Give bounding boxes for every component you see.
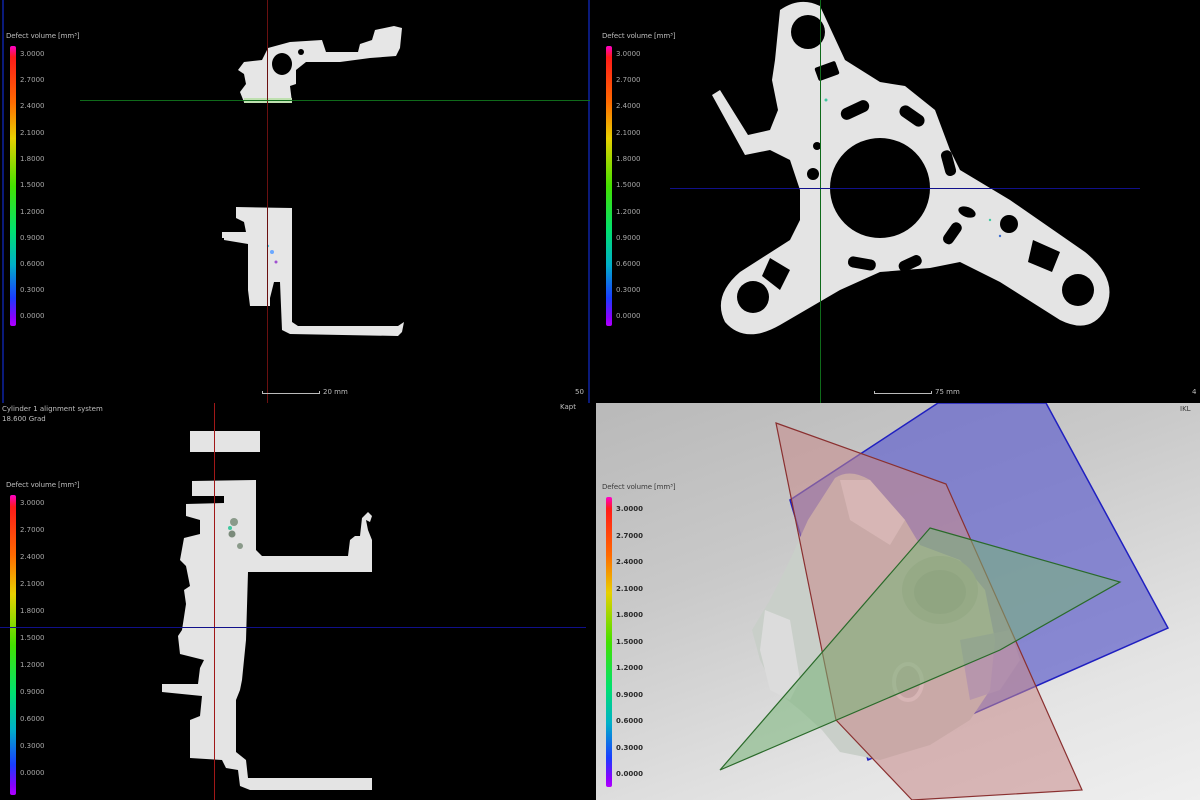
- color-scale-bar: [10, 495, 16, 795]
- viewport-border: [588, 0, 590, 403]
- legend-tick: 3.0000: [616, 50, 641, 58]
- legend-tick: 2.4000: [20, 553, 45, 561]
- defect-volume-legend: Defect volume [mm³] 3.0000 2.7000 2.4000…: [602, 483, 676, 787]
- angle-label: 18.600 Grad: [2, 415, 46, 423]
- legend-tick: 0.9000: [20, 234, 45, 242]
- legend-tick: 1.8000: [616, 611, 644, 619]
- scale-ruler: [262, 390, 320, 394]
- legend-tick: 1.5000: [20, 181, 45, 189]
- defect-volume-legend: Defect volume [mm³] 3.0000 2.7000 2.4000…: [6, 32, 80, 326]
- legend-tick: 0.0000: [20, 312, 45, 320]
- legend-tick: 0.3000: [616, 744, 644, 752]
- crosshair-vertical[interactable]: [267, 0, 268, 403]
- legend-tick: 0.9000: [616, 691, 644, 699]
- legend-tick: 0.0000: [616, 770, 644, 778]
- legend-tick: 1.8000: [20, 155, 45, 163]
- scale-ruler: [874, 390, 932, 394]
- crosshair-horizontal[interactable]: [670, 188, 1140, 189]
- legend-tick: 0.3000: [20, 286, 45, 294]
- legend-title: Defect volume [mm³]: [6, 481, 80, 489]
- corner-label: 50: [575, 388, 584, 396]
- color-scale-bar: [606, 46, 612, 326]
- scale-bar: 20 mm: [262, 388, 348, 396]
- legend-tick: 3.0000: [20, 499, 45, 507]
- legend-title: Defect volume [mm³]: [602, 32, 676, 40]
- legend-tick: 2.7000: [616, 532, 644, 540]
- legend-tick: 2.7000: [616, 76, 641, 84]
- legend-tick: 2.1000: [616, 585, 644, 593]
- color-scale-bar: [10, 46, 16, 326]
- legend-tick: 0.6000: [20, 260, 45, 268]
- legend-title: Defect volume [mm³]: [602, 483, 676, 491]
- viewport-slice-top-left[interactable]: Defect volume [mm³] 3.0000 2.7000 2.4000…: [0, 0, 596, 403]
- corner-label: Kapt: [560, 403, 576, 411]
- legend-tick: 1.2000: [20, 661, 45, 669]
- viewport-border: [2, 0, 4, 403]
- legend-tick: 1.2000: [616, 664, 644, 672]
- legend-tick: 0.9000: [616, 234, 641, 242]
- legend-title: Defect volume [mm³]: [6, 32, 80, 40]
- scale-bar: 75 mm: [874, 388, 960, 396]
- legend-tick: 0.6000: [20, 715, 45, 723]
- legend-tick: 1.2000: [20, 208, 45, 216]
- legend-tick: 1.5000: [616, 181, 641, 189]
- legend-tick: 3.0000: [616, 505, 644, 513]
- legend-tick: 0.6000: [616, 260, 641, 268]
- corner-label: 4: [1192, 388, 1197, 396]
- legend-tick: 1.8000: [20, 607, 45, 615]
- legend-tick: 2.4000: [616, 558, 644, 566]
- legend-tick: 2.1000: [20, 580, 45, 588]
- legend-tick: 2.1000: [20, 129, 45, 137]
- 3d-model-render[interactable]: [596, 403, 1200, 800]
- legend-tick: 2.4000: [20, 102, 45, 110]
- legend-tick: 1.5000: [20, 634, 45, 642]
- ct-slice-image: [222, 26, 404, 336]
- scale-label: 75 mm: [935, 388, 960, 396]
- legend-tick: 0.3000: [616, 286, 641, 294]
- legend-tick: 0.9000: [20, 688, 45, 696]
- crosshair-vertical[interactable]: [820, 0, 821, 403]
- corner-label: IKL: [1180, 405, 1191, 413]
- viewport-slice-bottom-left[interactable]: Cylinder 1 alignment system 18.600 Grad …: [0, 403, 596, 800]
- viewport-slice-top-right[interactable]: Defect volume [mm³] 3.0000 2.7000 2.4000…: [596, 0, 1200, 403]
- ct-slice-image: [162, 431, 372, 790]
- legend-tick: 1.2000: [616, 208, 641, 216]
- legend-tick: 3.0000: [20, 50, 45, 58]
- alignment-system-label: Cylinder 1 alignment system: [2, 405, 103, 413]
- legend-tick: 0.3000: [20, 742, 45, 750]
- defect-volume-legend: Defect volume [mm³] 3.0000 2.7000 2.4000…: [602, 32, 676, 326]
- ct-slice-image: [712, 1, 1110, 335]
- crosshair-vertical[interactable]: [214, 403, 215, 800]
- legend-tick: 0.0000: [616, 312, 641, 320]
- legend-tick: 2.4000: [616, 102, 641, 110]
- scale-label: 20 mm: [323, 388, 348, 396]
- legend-tick: 0.0000: [20, 769, 45, 777]
- color-scale-bar: [606, 497, 612, 787]
- legend-tick: 2.7000: [20, 526, 45, 534]
- crosshair-horizontal[interactable]: [0, 627, 586, 628]
- viewport-3d-view[interactable]: Defect volume [mm³] 3.0000 2.7000 2.4000…: [596, 403, 1200, 800]
- legend-tick: 1.8000: [616, 155, 641, 163]
- legend-tick: 2.1000: [616, 129, 641, 137]
- crosshair-horizontal[interactable]: [80, 100, 590, 101]
- legend-tick: 1.5000: [616, 638, 644, 646]
- defect-volume-legend: Defect volume [mm³] 3.0000 2.7000 2.4000…: [6, 481, 80, 795]
- legend-tick: 0.6000: [616, 717, 644, 725]
- legend-tick: 2.7000: [20, 76, 45, 84]
